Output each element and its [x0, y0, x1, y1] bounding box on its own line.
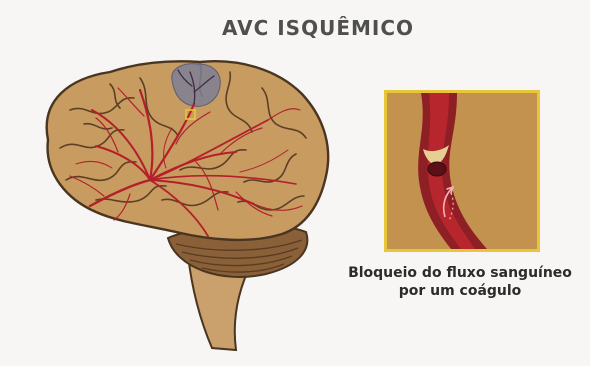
- zoom-panel: [384, 90, 540, 252]
- clot: [428, 162, 446, 176]
- caption: Bloqueio do fluxo sanguíneo por um coágu…: [330, 264, 590, 300]
- clot-artery-detail: [387, 93, 537, 249]
- caption-line-2: por um coágulo: [330, 282, 590, 300]
- caption-line-1: Bloqueio do fluxo sanguíneo: [330, 264, 590, 282]
